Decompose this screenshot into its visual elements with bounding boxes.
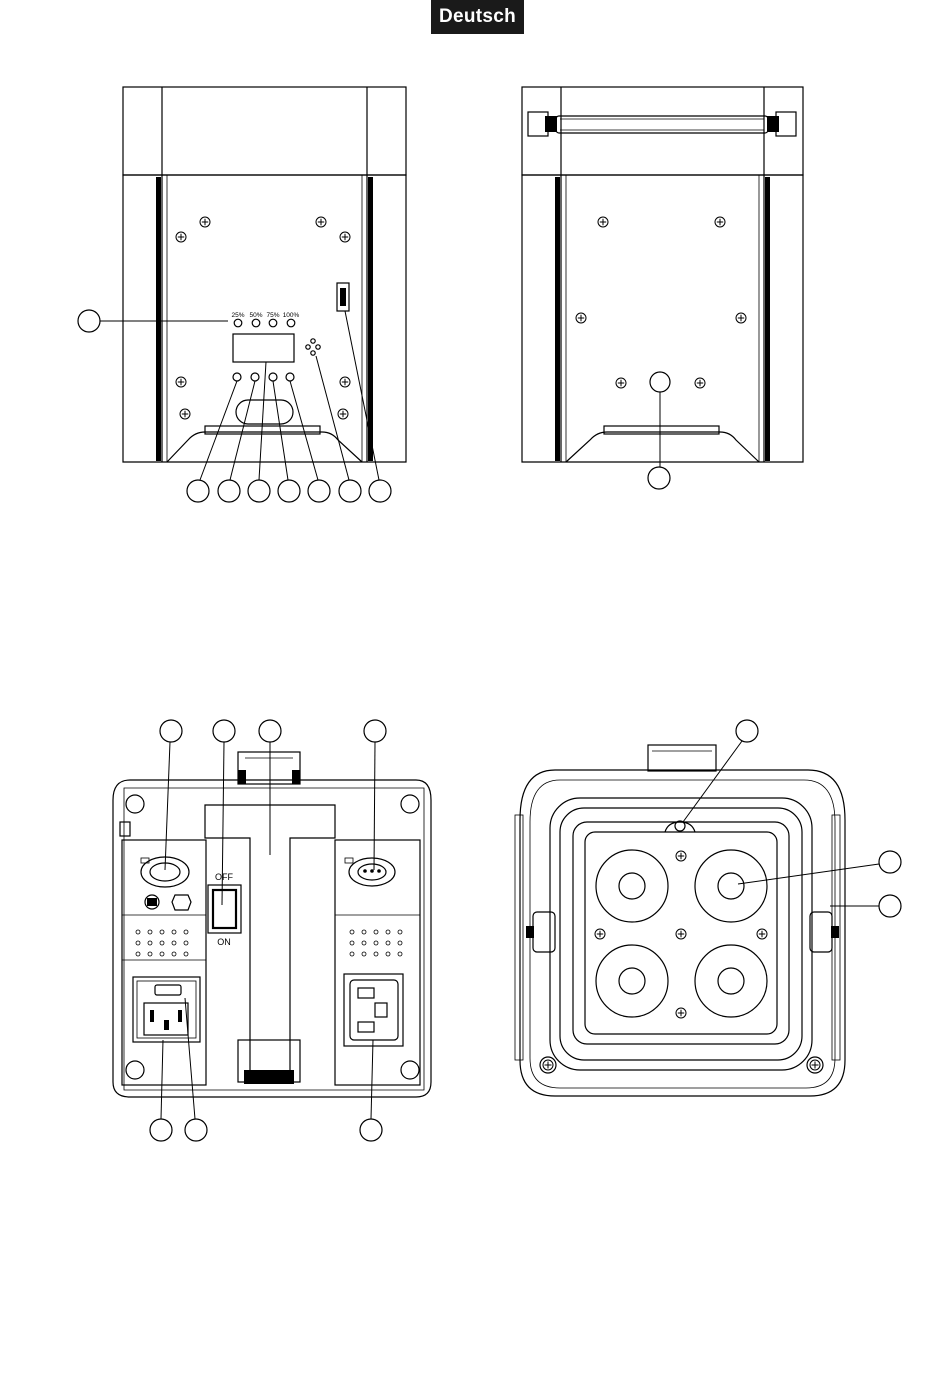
callout-circle: [259, 720, 281, 742]
percent-label-75: 75%: [266, 312, 279, 319]
callout-circle: [308, 480, 330, 502]
bottom-right-view: [515, 720, 901, 1096]
callout-circle: [78, 310, 100, 332]
callout-circle: [339, 480, 361, 502]
callout-circle: [185, 1119, 207, 1141]
callout-circle: [364, 720, 386, 742]
top-right-view: [522, 87, 803, 489]
callout-circle: [218, 480, 240, 502]
switch-off-label: OFF: [215, 872, 233, 882]
callout-circle: [360, 1119, 382, 1141]
callout-circle: [369, 480, 391, 502]
callout-circle: [213, 720, 235, 742]
percent-label-25: 25%: [231, 312, 244, 319]
callout-circle: [879, 895, 901, 917]
callout-circle: [648, 467, 670, 489]
switch-on-label: ON: [217, 937, 231, 947]
top-left-view: 25% 50% 75% 100%: [78, 87, 406, 502]
callout-circle: [278, 480, 300, 502]
bottom-left-view: OFF ON: [113, 720, 431, 1141]
percent-label-50: 50%: [249, 312, 262, 319]
callout-circle: [736, 720, 758, 742]
callout-circle: [248, 480, 270, 502]
callout-circle: [879, 851, 901, 873]
callout-circle: [150, 1119, 172, 1141]
percent-label-100: 100%: [283, 312, 300, 319]
callout-circle: [160, 720, 182, 742]
callout-circle: [187, 480, 209, 502]
